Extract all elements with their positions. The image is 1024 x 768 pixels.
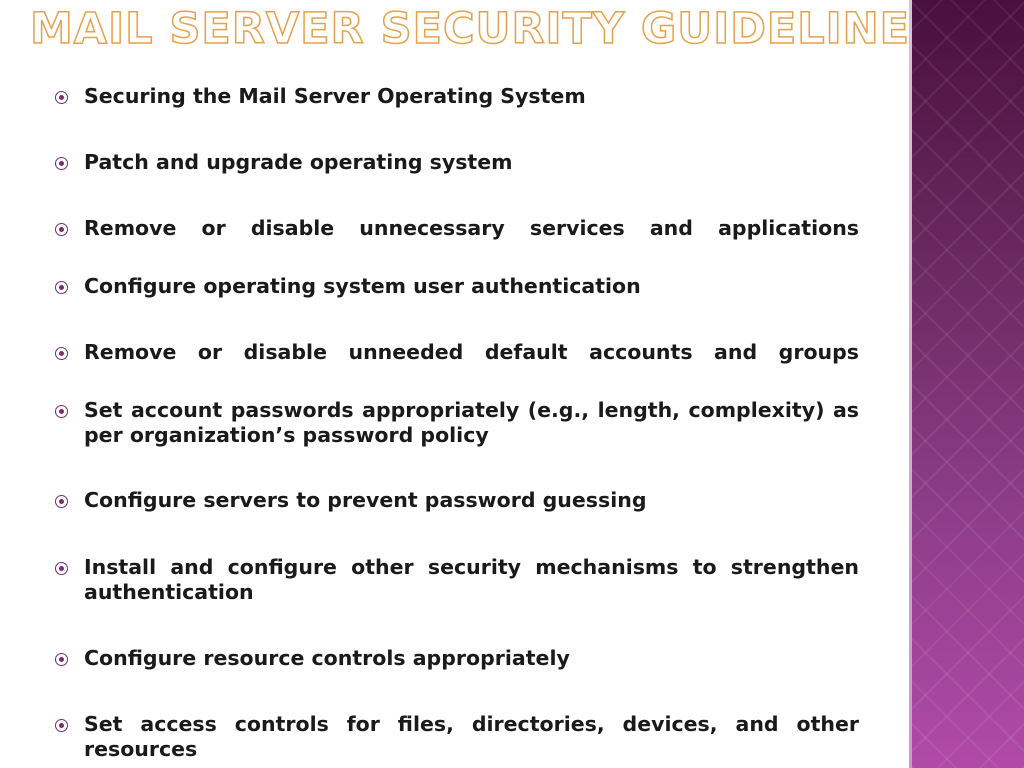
bullet-icon xyxy=(55,157,68,170)
list-item: Set access controls for files, directori… xyxy=(84,712,859,761)
list-item: Patch and upgrade operating system xyxy=(84,150,513,174)
bullet-icon xyxy=(55,653,68,666)
bullet-icon xyxy=(55,562,68,575)
list-item: Install and configure other security mec… xyxy=(84,555,859,604)
bullet-icon xyxy=(55,495,68,508)
bullet-icon xyxy=(55,223,68,236)
bullet-icon xyxy=(55,281,68,294)
slide-title: MAIL SERVER SECURITY GUIDELINE xyxy=(29,4,911,54)
list-item: Set account passwords appropriately (e.g… xyxy=(84,398,859,447)
list-item: Configure resource controls appropriatel… xyxy=(84,646,570,670)
sidebar-edge xyxy=(909,0,912,768)
list-item: Configure servers to prevent password gu… xyxy=(84,488,647,512)
bullet-icon xyxy=(55,91,68,104)
list-item: Remove or disable unnecessary services a… xyxy=(84,216,859,240)
bullet-icon xyxy=(55,347,68,360)
list-item: Remove or disable unneeded default accou… xyxy=(84,340,859,364)
decorative-sidebar xyxy=(912,0,1024,768)
list-item: Configure operating system user authenti… xyxy=(84,274,641,298)
list-item: Securing the Mail Server Operating Syste… xyxy=(84,84,586,108)
bullet-icon xyxy=(55,405,68,418)
bullet-icon xyxy=(55,719,68,732)
